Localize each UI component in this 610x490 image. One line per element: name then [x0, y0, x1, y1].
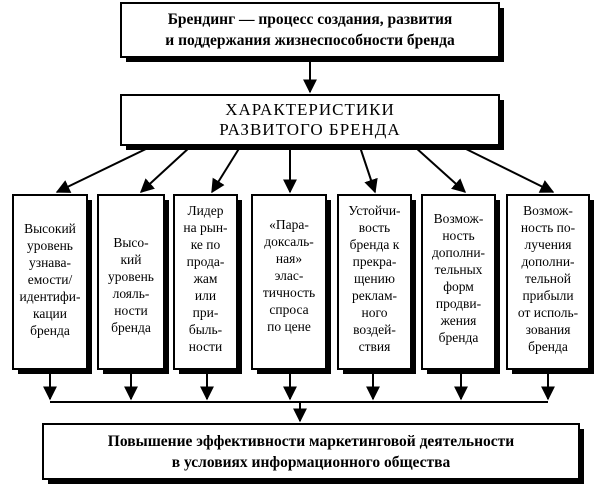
item-5-text: Устойчи- вость бренда к прекра- щению ре…: [338, 198, 411, 368]
item-5-line: ствия: [358, 339, 391, 354]
item-2-text: Высо- кий уровень лояль- ности бренда: [98, 230, 164, 360]
item-3-line: или: [194, 288, 217, 303]
item-1-line: бренда: [30, 323, 70, 338]
item-6-line: ность: [442, 228, 475, 243]
item-6-line: продви-: [435, 296, 482, 311]
item-5-line: реклам-: [351, 288, 398, 303]
item-box-3: [173, 194, 242, 374]
item-4-line: доксаль-: [264, 234, 314, 249]
item-5-line: бренда к: [349, 237, 400, 252]
top-box: [120, 2, 504, 62]
arrow-middle-to-item-5: [359, 146, 378, 194]
arrow-middle-to-item-7: [461, 146, 555, 193]
item-4-line: тичность: [262, 285, 316, 300]
collector-arrows: [43, 369, 555, 423]
item-1-line: кации: [32, 306, 68, 321]
item-4-line: ная»: [275, 251, 303, 266]
item-1-line: узнава-: [29, 255, 71, 270]
item-1-text: Высокий уровень узнава- емости/ идентифи…: [13, 216, 87, 366]
item-2-line: ности: [114, 303, 148, 318]
top-box-line-1: Брендинг — процесс создания, развития: [167, 11, 453, 28]
item-box-1: [12, 194, 92, 374]
bottom-box-text: Повышение эффективности маркетинговой де…: [43, 424, 579, 479]
item-5-line: воздей-: [353, 322, 396, 337]
item-3-text: Лидер на рын- ке по прода- жам или при- …: [174, 198, 237, 368]
item-1-line: уровень: [27, 238, 73, 253]
item-6-line: дополни-: [431, 245, 486, 260]
item-6-line: жения: [440, 313, 477, 328]
item-4-line: элас-: [274, 268, 304, 283]
item-2-line: уровень: [108, 269, 154, 284]
middle-box-line-2: РАЗВИТОГО БРЕНДА: [219, 120, 401, 139]
item-7-line: тельной: [525, 271, 571, 286]
middle-box-text: ХАРАКТЕРИСТИКИ РАЗВИТОГО БРЕНДА: [121, 95, 499, 145]
item-box-6: [421, 194, 500, 374]
top-box-line-2: и поддержания жизнеспособности бренда: [165, 32, 455, 49]
item-2-line: кий: [120, 252, 142, 267]
item-5-line: Устойчи-: [348, 203, 401, 218]
item-2-line: Высо-: [113, 235, 149, 250]
item-6-line: форм: [443, 279, 474, 294]
item-7-text: Возмож- ность по- лучения дополни- тельн…: [507, 198, 589, 368]
item-3-line: ности: [188, 339, 223, 354]
bottom-box: [42, 423, 584, 484]
item-3-line: ке по: [190, 237, 221, 252]
item-6-line: Возмож-: [433, 211, 484, 226]
item-1-line: емости/: [27, 272, 73, 287]
item-4-line: по цене: [267, 319, 311, 334]
item-6-line: тельных: [434, 262, 483, 277]
arrow-middle-to-item-2: [139, 146, 191, 193]
item-2-line: бренда: [111, 320, 151, 335]
middle-box: [120, 94, 504, 150]
item-5-line: ного: [361, 305, 388, 320]
item-7-line: зования: [525, 322, 571, 337]
item-5-line: вость: [358, 220, 391, 235]
arrow-middle-to-item-6: [414, 146, 467, 193]
top-box-text: Брендинг — процесс создания, развития и …: [121, 3, 499, 57]
item-box-4: [251, 194, 331, 374]
bottom-box-line-2: в условиях информационного общества: [171, 453, 451, 471]
arrow-middle-to-item-1: [55, 146, 151, 193]
bottom-box-line-1: Повышение эффективности маркетинговой де…: [107, 432, 515, 450]
middle-box-line-1: ХАРАКТЕРИСТИКИ: [225, 100, 395, 119]
item-5-line: щению: [354, 271, 395, 286]
item-3-line: прода-: [186, 254, 225, 269]
item-3-line: Лидер: [187, 203, 224, 218]
item-7-line: бренда: [528, 339, 568, 354]
item-2-line: лояль-: [112, 286, 150, 301]
item-3-line: быль-: [188, 322, 223, 337]
fan-out-arrows: [55, 146, 555, 194]
item-7-line: дополни-: [521, 254, 575, 269]
item-3-line: на рын-: [183, 220, 228, 235]
item-box-7: [506, 194, 594, 374]
item-7-line: Возмож-: [523, 203, 573, 218]
arrow-middle-to-item-3: [211, 146, 241, 194]
item-6-line: бренда: [438, 330, 479, 345]
item-3-line: при-: [192, 305, 219, 320]
item-6-text: Возмож- ность дополни- тельных форм прод…: [422, 206, 495, 366]
item-box-2: [97, 194, 169, 374]
item-7-line: ность по-: [520, 220, 576, 235]
item-7-line: лучения: [524, 237, 572, 252]
item-1-line: Высокий: [24, 221, 76, 236]
item-4-line: спроса: [269, 302, 309, 317]
item-4-line: «Пара-: [269, 217, 309, 232]
item-1-line: идентифи-: [19, 289, 81, 304]
item-box-5: [337, 194, 416, 374]
item-7-line: прибыли: [522, 288, 574, 303]
item-3-line: жам: [193, 271, 218, 286]
item-7-line: от исполь-: [517, 305, 579, 320]
item-4-text: «Пара- доксаль- ная» элас- тичность спро…: [252, 212, 326, 362]
item-5-line: прекра-: [352, 254, 397, 269]
